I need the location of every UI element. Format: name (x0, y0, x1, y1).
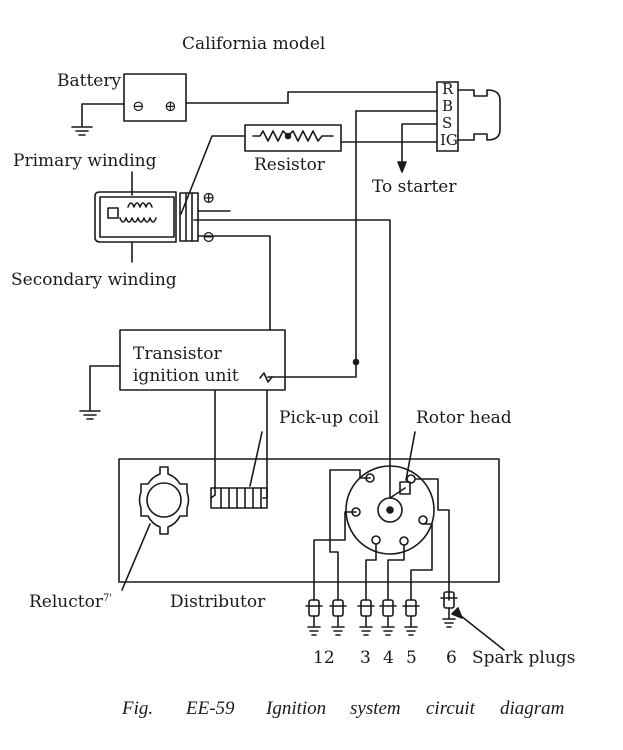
to-starter-label: To starter (372, 177, 457, 197)
switch-terminal-ig: IG (440, 131, 458, 149)
spark-plug-1 (305, 599, 323, 636)
reluctor-label: Reluctor7' (29, 594, 112, 611)
battery-plus-terminal: ⊕ (164, 97, 177, 115)
battery-minus-terminal: ⊖ (132, 97, 145, 115)
coil-plus-terminal: ⊕ (202, 188, 216, 207)
secondary-winding-label: Secondary winding (11, 270, 177, 290)
plug-number-5: 5 (406, 648, 417, 668)
ignition-coil (94, 171, 391, 499)
resistor-symbol (180, 124, 342, 215)
switch-wiring (287, 91, 438, 363)
spark-plug-3 (357, 599, 375, 636)
resistor-label: Resistor (254, 155, 325, 175)
battery-symbol (71, 73, 289, 136)
reluctor-mark: 7' (102, 593, 113, 604)
ignition-switch (436, 81, 501, 152)
plug-number-12: 12 (313, 648, 335, 668)
caption-word-ignition: Ignition (266, 698, 327, 719)
switch-terminal-b: B (442, 97, 454, 115)
transistor-unit (79, 329, 360, 496)
spark-plug-2 (329, 599, 347, 636)
caption-number: EE-59 (186, 698, 235, 719)
plug-number-6: 6 (446, 648, 457, 668)
transistor-unit-label-line2: ignition unit (133, 366, 239, 386)
transistor-unit-label-line1: Transistor (133, 344, 222, 364)
battery-label: Battery (57, 71, 122, 91)
switch-terminal-r: R (442, 80, 454, 98)
california-model-label: California model (182, 34, 326, 54)
spark-plugs (305, 591, 505, 651)
distributor-label: Distributor (170, 592, 266, 612)
caption-word-system: system (350, 698, 401, 719)
distributor-housing (118, 458, 500, 583)
caption-word-circuit: circuit (426, 698, 475, 719)
reluctor-label-text: Reluctor (29, 592, 103, 612)
pickup-coil-symbol (210, 431, 268, 509)
coil-minus-terminal: ⊖ (202, 227, 216, 246)
rotor-head-label: Rotor head (416, 408, 512, 428)
pickup-coil-label: Pick-up coil (279, 408, 380, 428)
spark-plugs-pointer (455, 611, 505, 651)
spark-plug-6 (440, 591, 458, 628)
reluctor-symbol (121, 466, 190, 591)
caption-fig: Fig. (122, 698, 154, 719)
primary-winding-label: Primary winding (13, 151, 157, 171)
plug-number-3: 3 (360, 648, 371, 668)
caption-word-diagram: diagram (500, 698, 565, 719)
rotor-head-symbol (345, 431, 435, 555)
spark-plug-4 (379, 599, 397, 636)
spark-plugs-label: Spark plugs (472, 648, 576, 668)
figure-caption: Fig. EE-59 Ignition system circuit diagram (122, 699, 564, 718)
spark-plug-leads (313, 469, 450, 601)
spark-plug-5 (402, 599, 420, 636)
plug-number-4: 4 (383, 648, 394, 668)
switch-terminal-s: S (442, 114, 453, 132)
